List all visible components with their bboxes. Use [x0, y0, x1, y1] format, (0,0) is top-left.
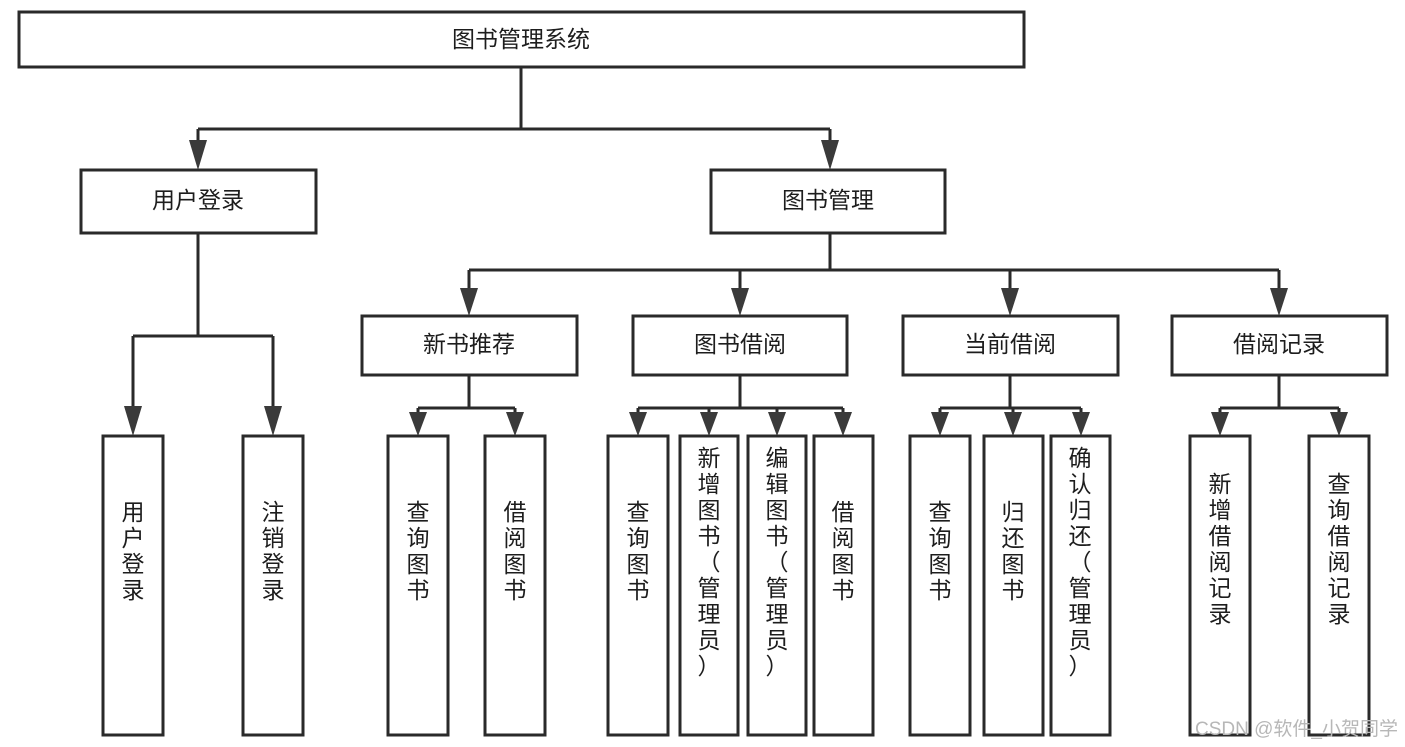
leaf-user-login-label: 用户登录: [122, 499, 145, 603]
node-leaf-query-record[interactable]: 查询借阅记录: [1307, 434, 1371, 737]
leaf-logout-box[interactable]: [241, 434, 305, 737]
node-user-login[interactable]: 用户登录: [79, 168, 318, 235]
node-leaf-add-record[interactable]: 新增借阅记录: [1188, 434, 1252, 737]
node-leaf-add-book[interactable]: 新增图书（管理员）: [678, 434, 740, 737]
arrow-root-to-book-manage: [821, 140, 839, 170]
leaf-borrow-book-1-box[interactable]: [483, 434, 547, 737]
leaf-user-login-box[interactable]: [101, 434, 165, 737]
node-current-borrow[interactable]: 当前借阅: [901, 314, 1120, 377]
arrow-root-to-user-login: [189, 140, 207, 170]
leaf-add-book-label: 新增图书（管理员）: [698, 445, 721, 679]
book-manage-box[interactable]: [709, 168, 947, 235]
leaf-query-book-2-box[interactable]: [606, 434, 670, 737]
node-borrow-record[interactable]: 借阅记录: [1170, 314, 1389, 377]
arrow-to-current-borrow: [1001, 288, 1019, 316]
node-leaf-logout[interactable]: 注销登录: [241, 434, 305, 737]
arrow-to-book-borrow: [731, 288, 749, 316]
leaf-confirm-return-box[interactable]: [1049, 434, 1112, 737]
borrow-record-box[interactable]: [1170, 314, 1389, 377]
node-book-borrow[interactable]: 图书借阅: [631, 314, 849, 377]
leaf-edit-book-label: 编辑图书（管理员）: [766, 445, 789, 679]
node-leaf-borrow-book-2[interactable]: 借阅图书: [812, 434, 875, 737]
leaf-borrow-book-2-label: 借阅图书: [832, 499, 855, 603]
arrow-to-new-book-recommend: [460, 288, 478, 316]
root-box[interactable]: [17, 10, 1026, 69]
arrow-record-leaf-2: [1330, 412, 1348, 436]
node-new-book-recommend[interactable]: 新书推荐: [360, 314, 579, 377]
leaf-edit-book-box[interactable]: [746, 434, 808, 737]
leaf-borrow-book-2-box[interactable]: [812, 434, 875, 737]
arrow-recommend-leaf-2: [506, 412, 524, 436]
leaf-query-book-1-box[interactable]: [386, 434, 450, 737]
node-leaf-query-book-2[interactable]: 查询图书: [606, 434, 670, 737]
arrow-to-borrow-record: [1270, 288, 1288, 316]
leaf-confirm-return-label: 确认归还（管理员）: [1069, 445, 1092, 679]
leaf-add-record-label: 新增借阅记录: [1209, 471, 1232, 627]
node-leaf-user-login[interactable]: 用户登录: [101, 434, 165, 737]
leaf-return-book-box[interactable]: [982, 434, 1045, 737]
leaf-query-book-3-label: 查询图书: [929, 499, 952, 603]
user-login-box[interactable]: [79, 168, 318, 235]
user-login-label: 用户登录: [152, 187, 244, 213]
connector-layer: [124, 67, 1348, 436]
book-manage-label: 图书管理: [782, 187, 874, 213]
arrow-borrow-leaf-3: [768, 412, 786, 436]
leaf-query-book-3-box[interactable]: [908, 434, 972, 737]
arrow-current-leaf-3: [1072, 412, 1090, 436]
node-root-system[interactable]: 图书管理系统: [17, 10, 1026, 69]
book-borrow-box[interactable]: [631, 314, 849, 377]
new-book-recommend-label: 新书推荐: [423, 331, 515, 357]
leaf-borrow-book-1-label: 借阅图书: [504, 499, 527, 603]
new-book-recommend-box[interactable]: [360, 314, 579, 377]
leaf-add-book-box[interactable]: [678, 434, 740, 737]
arrow-user-login-leaf-2: [264, 406, 282, 436]
arrow-current-leaf-1: [931, 412, 949, 436]
current-borrow-box[interactable]: [901, 314, 1120, 377]
arrow-recommend-leaf-1: [409, 412, 427, 436]
leaf-query-book-2-label: 查询图书: [627, 499, 650, 603]
arrow-borrow-leaf-4: [834, 412, 852, 436]
leaf-query-book-1-label: 查询图书: [407, 499, 430, 603]
csdn-watermark: CSDN @软件_小贺同学: [1195, 718, 1398, 740]
leaf-query-record-box[interactable]: [1307, 434, 1371, 737]
node-leaf-query-book-1[interactable]: 查询图书: [386, 434, 450, 737]
arrow-borrow-leaf-1: [629, 412, 647, 436]
current-borrow-label: 当前借阅: [964, 331, 1056, 357]
borrow-record-label: 借阅记录: [1233, 331, 1325, 357]
arrow-borrow-leaf-2: [700, 412, 718, 436]
leaf-query-record-label: 查询借阅记录: [1328, 471, 1351, 627]
node-leaf-query-book-3[interactable]: 查询图书: [908, 434, 972, 737]
root-label: 图书管理系统: [452, 26, 590, 52]
leaf-add-record-box[interactable]: [1188, 434, 1252, 737]
node-leaf-borrow-book-1[interactable]: 借阅图书: [483, 434, 547, 737]
arrow-record-leaf-1: [1211, 412, 1229, 436]
node-leaf-return-book[interactable]: 归还图书: [982, 434, 1045, 737]
arrow-current-leaf-2: [1004, 412, 1022, 436]
node-book-manage[interactable]: 图书管理: [709, 168, 947, 235]
leaf-return-book-label: 归还图书: [1002, 499, 1025, 603]
book-borrow-label: 图书借阅: [694, 331, 786, 357]
node-leaf-confirm-return[interactable]: 确认归还（管理员）: [1049, 434, 1112, 737]
node-leaf-edit-book[interactable]: 编辑图书（管理员）: [746, 434, 808, 737]
leaf-logout-label: 注销登录: [262, 499, 285, 603]
arrow-user-login-leaf-1: [124, 406, 142, 436]
